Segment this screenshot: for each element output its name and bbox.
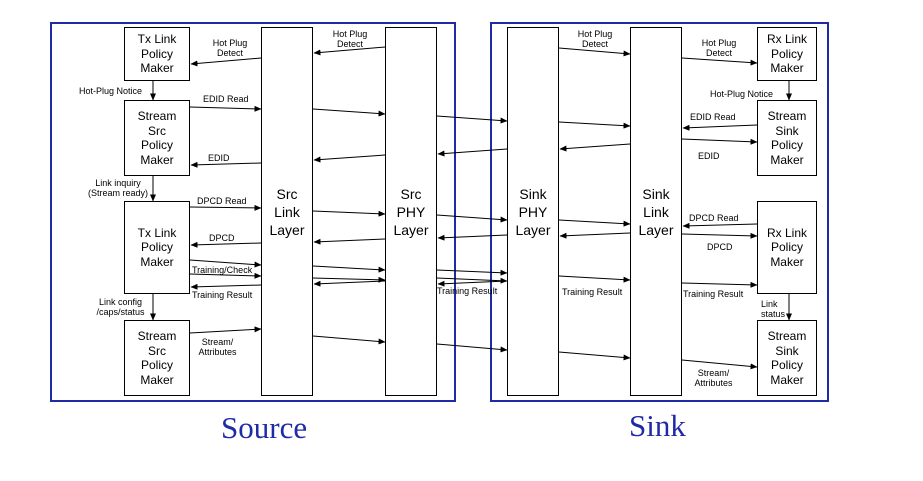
rx-link-policy-maker-top: Rx Link Policy Maker <box>757 27 817 81</box>
arrow-training-sink-phy <box>558 275 631 283</box>
rx-link-policy-maker-mid: Rx Link Policy Maker <box>757 201 817 294</box>
label-training-result-sink-link: Training Result <box>683 289 744 299</box>
arrow-hot-plug-detect-sink-link <box>681 57 758 66</box>
arrow-stream-sink-phy <box>558 351 631 361</box>
label-link-config: Link config /caps/status <box>96 297 145 317</box>
label-dpcd-read-sink: DPCD Read <box>689 213 739 223</box>
arrow-training-result-sink-link <box>681 281 758 288</box>
arrow-dpcd-read-sink <box>682 222 758 229</box>
sink-link-layer: Sink Link Layer <box>630 27 682 396</box>
stream-sink-policy-maker-2: Stream Sink Policy Maker <box>757 320 817 396</box>
arrow-dpcd-sink <box>681 232 758 239</box>
tx-link-policy-maker-mid: Tx Link Policy Maker <box>124 201 190 294</box>
arrow-training-check-a <box>189 259 262 268</box>
arrow-dpcd-read-src-phy <box>312 210 386 217</box>
arrow-edid-sink <box>681 138 758 145</box>
label-dpcd-read-src: DPCD Read <box>197 196 247 206</box>
label-stream-attributes-src: Stream/ Attributes <box>198 337 237 357</box>
arrow-training-cross-b <box>436 277 508 284</box>
source-title: Source <box>221 410 308 445</box>
arrow-training-result-cross <box>437 280 508 287</box>
label-dpcd-src: DPCD <box>209 233 235 243</box>
stream-src-policy-maker-1: Stream Src Policy Maker <box>124 100 190 176</box>
label-hot-plug-detect-src-phy: Hot Plug Detect <box>332 29 368 49</box>
sink-phy-layer: Sink PHY Layer <box>507 27 559 396</box>
label-dpcd-sink: DPCD <box>707 242 733 252</box>
arrow-hot-plug-detect-src-phy <box>313 46 386 56</box>
tx-link-policy-maker-top: Tx Link Policy Maker <box>124 27 190 81</box>
label-training-result-phy: Training Result <box>437 286 498 296</box>
arrow-stream-cross <box>436 343 508 353</box>
arrow-training-check-phy-b <box>312 276 386 283</box>
stream-sink-policy-maker-1: Stream Sink Policy Maker <box>757 100 817 176</box>
label-edid-read-sink: EDID Read <box>690 112 736 122</box>
arrow-edid-phy-to-link <box>313 154 386 163</box>
label-link-status: Link status <box>761 299 786 319</box>
arrow-edid-read-sink-phy <box>558 121 631 129</box>
label-edid-sink: EDID <box>698 151 720 161</box>
arrow-edid-read-src-phy <box>312 108 386 117</box>
src-phy-layer: Src PHY Layer <box>385 27 437 396</box>
sink-title: Sink <box>629 408 686 443</box>
label-edid-src: EDID <box>208 153 230 163</box>
label-hot-plug-detect-sink-link: Hot Plug Detect <box>701 38 737 58</box>
sink-region-frame <box>490 22 829 402</box>
stream-src-policy-maker-2: Stream Src Policy Maker <box>124 320 190 396</box>
arrow-stream-attributes-src <box>189 326 262 334</box>
src-link-layer: Src Link Layer <box>261 27 313 396</box>
arrow-training-result-phy-to-link <box>313 280 386 287</box>
arrow-dpcd-read-sink-phy <box>558 219 631 227</box>
label-edid-read-src: EDID Read <box>203 94 249 104</box>
arrow-dpcd-cross <box>437 234 508 241</box>
label-hot-plug-notice-sink: Hot-Plug Notice <box>710 89 774 99</box>
arrow-dpcd-read-src <box>189 204 262 211</box>
arrow-edid-cross <box>437 148 508 157</box>
arrow-edid-read-cross <box>436 115 508 124</box>
arrow-dpcd-link-to-phy <box>559 232 631 239</box>
arrow-edid-read-src <box>189 105 262 112</box>
arrow-stream-src-phy <box>312 335 386 345</box>
arrow-edid-read-sink <box>682 124 758 131</box>
label-stream-attributes-sink: Stream/ Attributes <box>694 368 733 388</box>
arrow-training-check-phy-a <box>312 265 386 273</box>
arrow-hot-plug-detect-src-link <box>190 57 262 67</box>
label-training-result-sink-phy: Training Result <box>562 287 623 297</box>
source-region-frame <box>50 22 456 402</box>
label-link-inquiry: Link inquiry (Stream ready) <box>87 178 149 198</box>
arrow-edid-link-to-phy <box>559 143 631 152</box>
label-hot-plug-detect-sink-phy: Hot Plug Detect <box>577 29 613 49</box>
arrow-training-cross-a <box>436 269 508 276</box>
arrow-hot-plug-detect-sink-phy <box>558 47 631 57</box>
arrow-edid-src <box>190 161 262 168</box>
arrow-training-result-src <box>190 283 262 290</box>
label-training-result-src: Training Result <box>192 290 253 300</box>
arrow-training-check-b <box>189 272 262 279</box>
arrow-dpcd-phy-to-link <box>313 238 386 245</box>
arrow-dpcd-src <box>190 241 262 248</box>
label-training-check: Training/Check <box>192 265 253 275</box>
label-hot-plug-notice-src: Hot-Plug Notice <box>79 86 143 96</box>
label-hot-plug-detect-src-link: Hot Plug Detect <box>212 38 248 58</box>
arrow-stream-attributes-sink <box>681 359 758 370</box>
arrow-dpcd-read-cross <box>436 214 508 223</box>
